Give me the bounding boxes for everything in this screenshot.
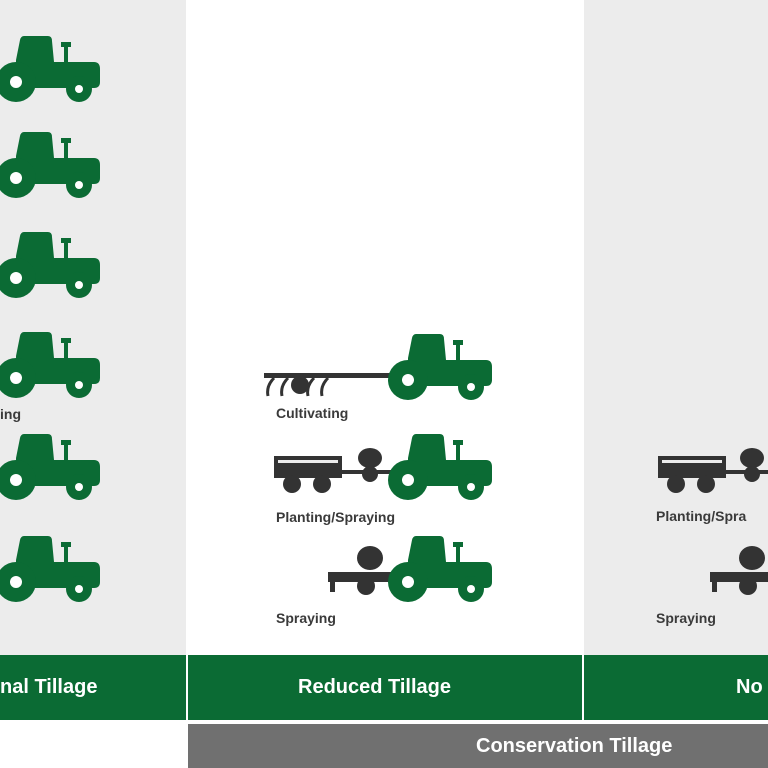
operation-label: Spraying	[656, 610, 716, 626]
operation-label: ing	[0, 406, 21, 422]
band-label: Reduced Tillage	[298, 676, 452, 698]
operation-label: Planting/Spraying	[276, 509, 396, 525]
tractor-icon	[0, 532, 104, 604]
operation-label: Spraying	[276, 610, 336, 626]
operation-label: Planting/Spra	[656, 508, 747, 524]
tractor-icon	[386, 532, 496, 604]
tillage-category-band: nal Tillage	[0, 655, 186, 720]
tillage-category-band: No	[584, 655, 768, 720]
conservation-tillage-band: Conservation Tillage	[188, 724, 768, 768]
band-label: nal Tillage	[0, 676, 98, 698]
column-divider	[582, 0, 584, 720]
tractor-icon	[386, 430, 496, 502]
tractor-icon	[0, 32, 104, 104]
tractor-icon	[0, 430, 104, 502]
band-label: No	[736, 676, 763, 698]
tractor-icon	[0, 128, 104, 200]
tractor-icon	[0, 228, 104, 300]
operation-label: Cultivating	[276, 405, 349, 421]
planter-sprayer-icon	[274, 448, 396, 493]
tractor-icon	[386, 330, 496, 402]
reduced-tillage-column: Cultivating Planting/Spraying Spraying	[188, 0, 582, 655]
sprayer-icon	[328, 546, 394, 595]
conservation-label: Conservation Tillage	[476, 735, 673, 757]
planter-sprayer-icon	[658, 448, 768, 493]
conventional-tillage-column: ing	[0, 0, 186, 655]
cultivator-icon	[264, 373, 392, 397]
sprayer-icon	[710, 546, 768, 595]
no-tillage-column: Planting/Spra Spraying	[584, 0, 768, 655]
tillage-category-band: Reduced Tillage	[188, 655, 582, 720]
tractor-icon	[0, 328, 104, 400]
column-divider	[186, 0, 188, 720]
